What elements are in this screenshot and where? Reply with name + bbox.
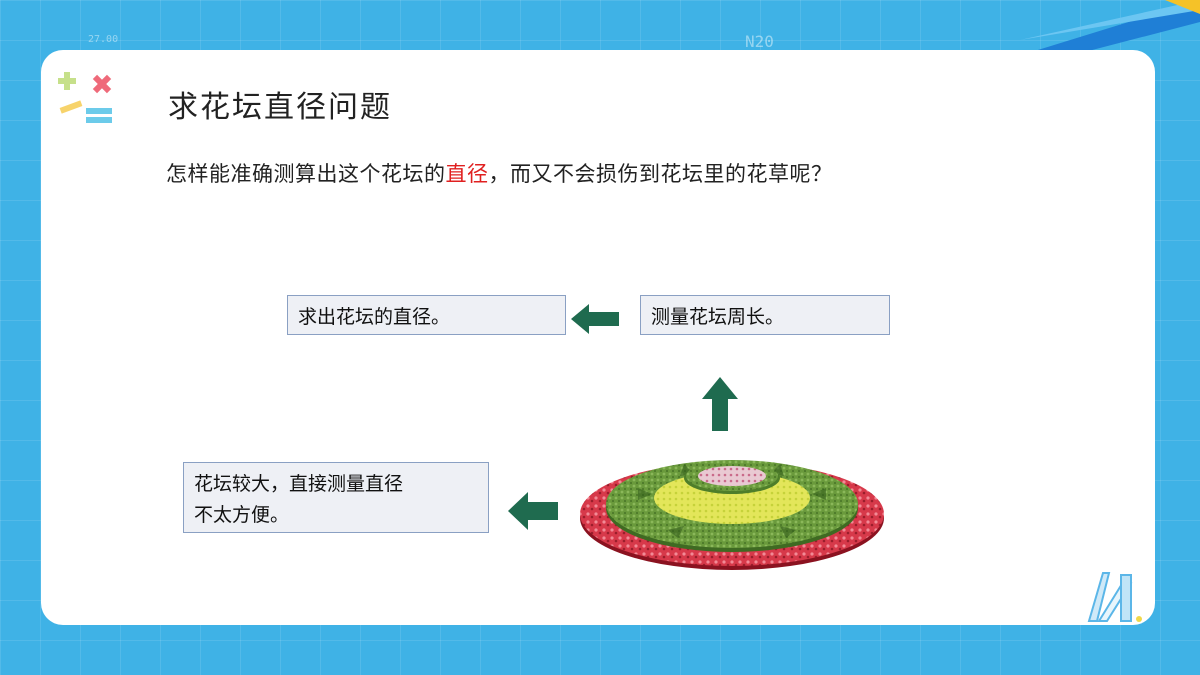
arrow-left-icon [508,492,558,530]
arrow-left-icon [571,304,619,334]
question-highlight: 直径 [445,162,489,186]
question-after: ，而又不会损伤到花坛里的花草呢？ [488,162,833,186]
slide-title: 求花坛直径问题 [168,90,392,125]
result-box: 求出花坛的直径。 [287,295,566,335]
measure-box: 测量花坛周长。 [640,295,890,335]
question-before: 怎样能准确测算出这个花坛的 [166,162,446,186]
arrow-up-icon [702,377,738,431]
math-symbols-icon [58,72,112,123]
measure-text: 测量花坛周长。 [651,305,785,328]
flowerbed-image [580,460,884,570]
problem-text-line1: 花坛较大，直接测量直径 [194,473,404,495]
problem-text-line2: 不太方便。 [194,504,290,526]
ruler-compass-icon [1087,572,1142,622]
question-text: 怎样能准确测算出这个花坛的直径，而又不会损伤到花坛里的花草呢？ [166,158,833,188]
problem-box: 花坛较大，直接测量直径 不太方便。 [183,462,489,533]
background-figure: N20 [745,32,774,51]
background-figure: 27.00 [88,34,119,45]
result-text: 求出花坛的直径。 [298,305,451,328]
